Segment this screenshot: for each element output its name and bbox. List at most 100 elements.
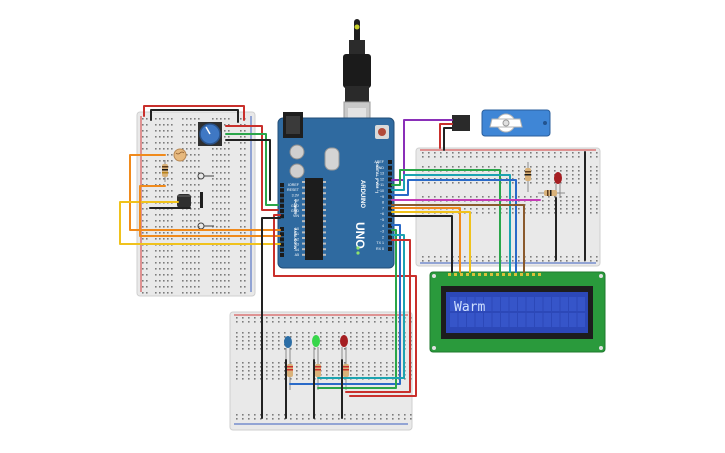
breadboard-hole[interactable] [212,190,214,192]
breadboard-hole[interactable] [302,321,304,323]
breadboard-hole[interactable] [224,142,226,144]
breadboard-hole[interactable] [216,148,218,150]
breadboard-hole[interactable] [216,274,218,276]
breadboard-hole[interactable] [212,118,214,120]
lcd-pin[interactable] [496,273,499,276]
breadboard-hole[interactable] [155,232,157,234]
breadboard-hole[interactable] [398,370,400,372]
breadboard-hole[interactable] [190,214,192,216]
breadboard-hole[interactable] [244,160,246,162]
breadboard-hole[interactable] [512,166,514,168]
breadboard-hole[interactable] [488,212,490,214]
breadboard-hole[interactable] [512,212,514,214]
breadboard-hole[interactable] [326,348,328,350]
breadboard-hole[interactable] [266,370,268,372]
breadboard-hole[interactable] [572,174,574,176]
breadboard-hole[interactable] [198,196,200,198]
breadboard-hole[interactable] [368,370,370,372]
breadboard-hole[interactable] [524,182,526,184]
breadboard-hole[interactable] [155,166,157,168]
breadboard-hole[interactable] [428,182,430,184]
breadboard-hole[interactable] [194,124,196,126]
breadboard-hole[interactable] [554,204,556,206]
breadboard-hole[interactable] [163,178,165,180]
breadboard-hole[interactable] [434,156,436,158]
breadboard-hole[interactable] [350,340,352,342]
breadboard-hole[interactable] [512,170,514,172]
breadboard-hole[interactable] [308,336,310,338]
breadboard-hole[interactable] [590,256,592,258]
breadboard-hole[interactable] [228,118,230,120]
breadboard-hole[interactable] [404,418,406,420]
breadboard-hole[interactable] [163,130,165,132]
breadboard-hole[interactable] [194,142,196,144]
breadboard-hole[interactable] [171,142,173,144]
breadboard-hole[interactable] [198,208,200,210]
header-pin[interactable] [280,209,284,213]
breadboard-hole[interactable] [182,172,184,174]
breadboard-hole[interactable] [302,370,304,372]
breadboard-hole[interactable] [244,286,246,288]
breadboard-hole[interactable] [458,156,460,158]
breadboard-hole[interactable] [159,166,161,168]
breadboard-hole[interactable] [159,172,161,174]
breadboard-hole[interactable] [440,152,442,154]
breadboard-hole[interactable] [392,414,394,416]
breadboard-hole[interactable] [506,152,508,154]
breadboard-hole[interactable] [272,332,274,334]
breadboard-hole[interactable] [596,174,598,176]
breadboard-hole[interactable] [194,154,196,156]
breadboard-hole[interactable] [163,190,165,192]
breadboard-hole[interactable] [171,166,173,168]
breadboard-hole[interactable] [536,182,538,184]
breadboard-hole[interactable] [278,418,280,420]
breadboard-hole[interactable] [566,196,568,198]
breadboard-hole[interactable] [458,178,460,180]
breadboard-hole[interactable] [244,250,246,252]
breadboard-hole[interactable] [536,212,538,214]
breadboard-hole[interactable] [163,232,165,234]
breadboard-hole[interactable] [398,317,400,319]
breadboard-hole[interactable] [171,214,173,216]
breadboard-hole[interactable] [146,148,148,150]
breadboard-hole[interactable] [182,232,184,234]
breadboard-hole[interactable] [344,348,346,350]
breadboard-hole[interactable] [212,184,214,186]
breadboard-hole[interactable] [248,348,250,350]
led-green[interactable] [312,335,320,360]
breadboard-hole[interactable] [254,414,256,416]
breadboard-hole[interactable] [488,178,490,180]
breadboard-hole[interactable] [560,196,562,198]
breadboard-hole[interactable] [380,374,382,376]
breadboard-hole[interactable] [163,274,165,276]
breadboard-hole[interactable] [142,256,144,258]
breadboard-hole[interactable] [452,156,454,158]
breadboard-hole[interactable] [356,340,358,342]
breadboard-hole[interactable] [159,196,161,198]
breadboard-hole[interactable] [182,214,184,216]
breadboard-hole[interactable] [542,256,544,258]
breadboard-hole[interactable] [464,260,466,262]
breadboard-hole[interactable] [216,196,218,198]
lcd-pin[interactable] [538,273,541,276]
breadboard-hole[interactable] [284,336,286,338]
breadboard-hole[interactable] [260,317,262,319]
breadboard-hole[interactable] [338,366,340,368]
breadboard-hole[interactable] [190,280,192,282]
breadboard-hole[interactable] [272,378,274,380]
breadboard-hole[interactable] [488,166,490,168]
breadboard-hole[interactable] [596,182,598,184]
breadboard-hole[interactable] [362,336,364,338]
breadboard-hole[interactable] [142,172,144,174]
breadboard-hole[interactable] [452,182,454,184]
breadboard-hole[interactable] [228,220,230,222]
breadboard-hole[interactable] [190,136,192,138]
breadboard-hole[interactable] [212,214,214,216]
breadboard-hole[interactable] [163,184,165,186]
breadboard-hole[interactable] [464,152,466,154]
breadboard-hole[interactable] [470,156,472,158]
breadboard-hole[interactable] [236,370,238,372]
breadboard-hole[interactable] [536,170,538,172]
breadboard-hole[interactable] [159,286,161,288]
breadboard-hole[interactable] [260,418,262,420]
